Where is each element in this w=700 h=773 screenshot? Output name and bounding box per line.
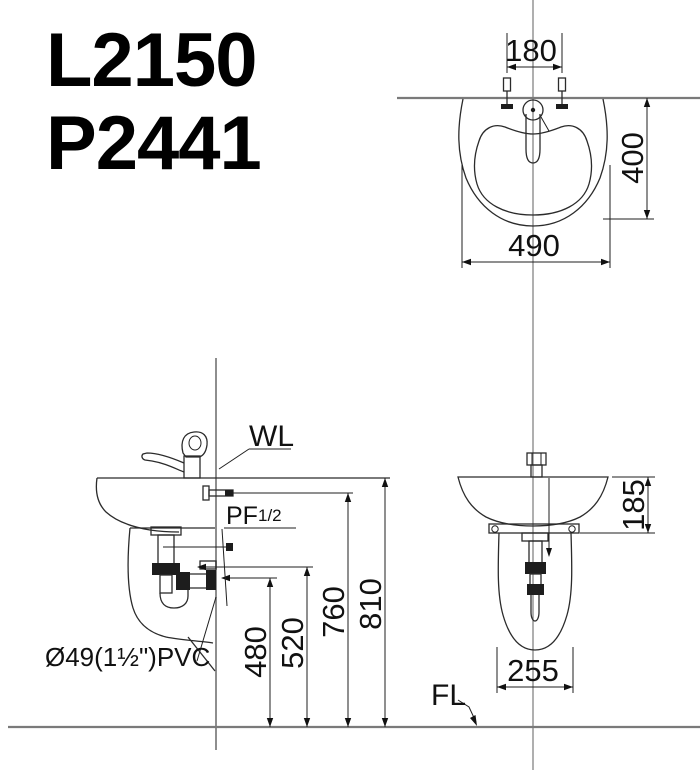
dim-label-490: 490 — [508, 228, 560, 263]
front-elevation-view — [458, 33, 654, 268]
basin-inner-outline — [473, 125, 593, 216]
dim-label-810: 810 — [353, 578, 388, 630]
supply-size-label-fraction: 1/2 — [258, 506, 282, 525]
dim-hole-spacing — [506, 33, 563, 73]
dim-label-185: 185 — [616, 479, 651, 531]
dim-label-520: 520 — [275, 617, 310, 669]
dim-label-760: 760 — [316, 586, 351, 638]
mounting-bolt-left — [501, 77, 513, 109]
wl-leader — [218, 448, 291, 470]
guide-lines — [8, 0, 700, 770]
floor-line-label: FL — [431, 679, 466, 712]
model-number-2: P2441 — [46, 101, 261, 186]
p-trap-assembly — [150, 526, 233, 609]
tailpiece-pipe — [157, 534, 175, 566]
basin-side-profile — [95, 477, 180, 533]
dim-label-480: 480 — [238, 626, 273, 678]
dim-label-180: 180 — [505, 33, 557, 68]
mounting-bolt-right — [556, 77, 568, 109]
front-lower-view — [457, 452, 655, 726]
model-number-1: L2150 — [46, 18, 257, 103]
shroud-front-outline — [497, 532, 573, 651]
faucet-side — [141, 431, 208, 479]
dim-basin-depth — [580, 476, 655, 534]
dim-bolt-height-760 — [233, 492, 353, 727]
trap-u-bend — [159, 588, 189, 609]
coupling-nut-upper — [152, 563, 180, 575]
pf-leader — [221, 527, 296, 607]
bowl-outline — [457, 476, 609, 527]
side-elevation-view — [95, 431, 390, 727]
shroud-side-profile — [127, 527, 214, 644]
wall-bolt-side — [202, 485, 234, 501]
fl-leader — [457, 699, 477, 726]
pvc-leader — [196, 596, 217, 662]
dim-supply-height-520 — [197, 563, 313, 727]
shroud-bottom-edge — [187, 636, 216, 672]
wall-outlet-flange — [206, 570, 216, 590]
drain-assembly-front — [521, 532, 549, 622]
dim-basin-width — [461, 165, 611, 268]
wall-line-label: WL — [249, 420, 294, 453]
dim-shroud-width — [496, 647, 574, 693]
coupling-nut-lower — [176, 572, 190, 590]
dim-label-400: 400 — [615, 132, 650, 184]
supply-connector — [526, 452, 547, 478]
riser-pipe — [159, 574, 173, 594]
supply-stub — [199, 560, 217, 570]
dim-basin-height — [603, 98, 654, 220]
dim-label-255: 255 — [507, 653, 559, 688]
pop-up-rod-front — [546, 478, 552, 557]
drain-pipe-label: Ø49(1½")PVC — [45, 642, 210, 672]
basin-outer-outline — [458, 98, 608, 227]
supply-size-label-pf: PF — [226, 502, 258, 530]
dim-rim-height-810 — [381, 478, 389, 727]
faucet-top — [522, 99, 550, 164]
